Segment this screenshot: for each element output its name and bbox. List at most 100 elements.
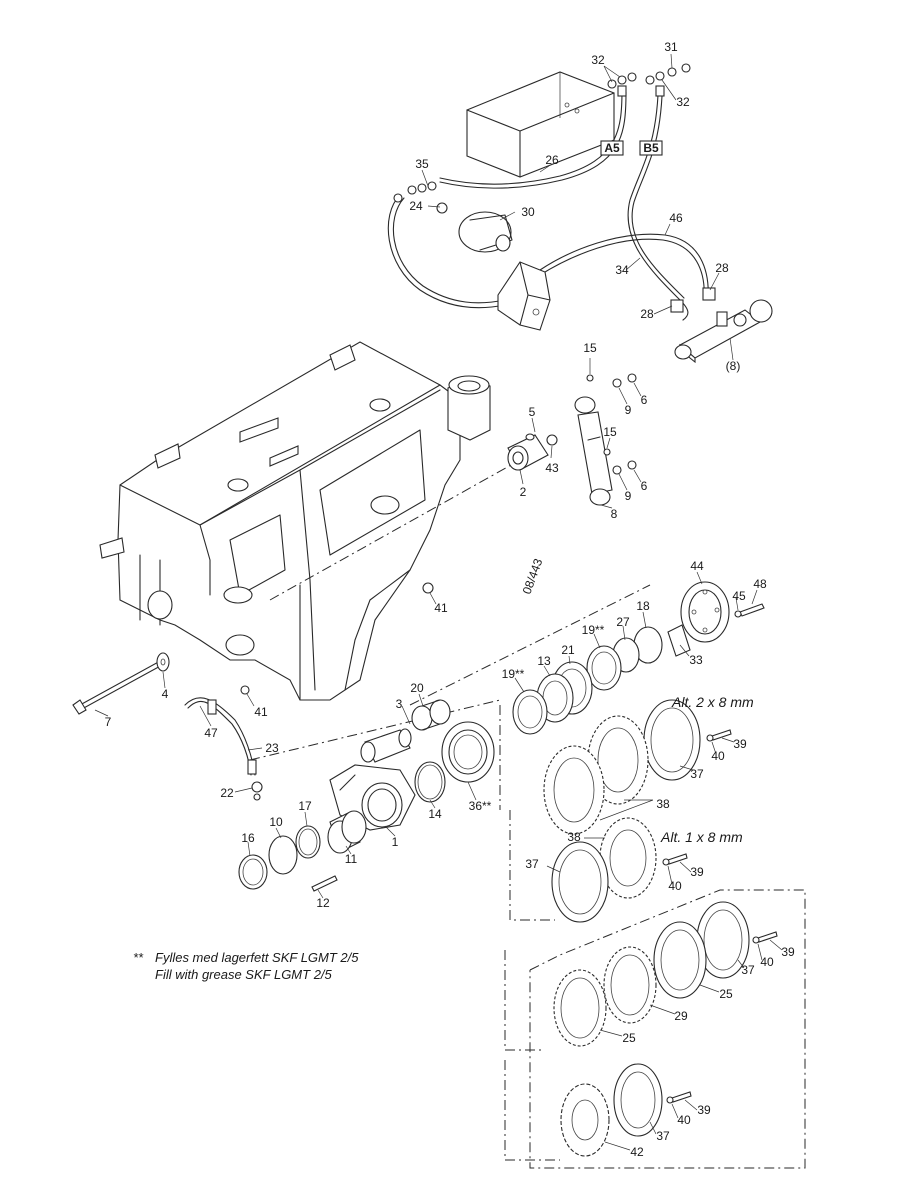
callout: 16 [241,831,255,845]
cylinder-fasteners [612,373,637,475]
disc-10 [268,835,298,875]
bearing-36 [441,721,495,783]
disc-25a [653,921,707,999]
callout: 3 [396,697,403,711]
lube-nipple-41 [240,582,434,695]
plate-37c [696,901,750,979]
callout: 31 [664,40,678,54]
leader-lines [94,53,783,1151]
callout: 26 [545,153,559,167]
pin-2 [507,433,558,471]
seal-19a [512,689,548,735]
bolt-39a [706,729,732,742]
hose-fittings-top [607,63,691,97]
callout: 42 [630,1145,644,1159]
bolt-48-washer-45 [734,603,765,618]
callout: 21 [561,643,575,657]
callout: 2 [520,485,527,499]
callout: 40 [760,955,774,969]
callout: 4 [162,687,169,701]
cylinder-8 [574,374,613,506]
callout: 9 [625,489,632,503]
callout: 12 [316,896,330,910]
callout-labels: 32 31 32 26 35 24 30 46 34 28 28 (8) 15 … [105,40,795,1159]
callout: 20 [410,681,424,695]
callout: 38 [567,830,581,844]
callout: 5 [529,405,536,419]
callout: 22 [220,786,234,800]
callout: 33 [689,653,703,667]
callout: 36** [469,799,492,813]
alt-2x8-note: Alt. 2 x 8 mm [671,694,754,710]
hub-44 [680,581,730,643]
accumulator-30 [458,211,513,253]
callout: 7 [105,715,112,729]
callout: 32 [676,95,690,109]
hose-26 [439,89,627,189]
main-frame [99,341,491,701]
callout: 23 [265,741,279,755]
callout: 41 [434,601,448,615]
callout: 8 [611,507,618,521]
callout: 6 [641,393,648,407]
callout: 37 [741,963,755,977]
hose-fittings-left [393,181,448,214]
callout: 48 [753,577,767,591]
disc-25b [553,969,607,1047]
callout: 37 [690,767,704,781]
callout: (8) [726,359,741,373]
plate-37a [643,699,701,781]
callout: 19** [502,667,525,681]
callout: 10 [269,815,283,829]
callout: 28 [640,307,654,321]
callout: 37 [656,1129,670,1143]
sprocket-42 [560,1083,610,1157]
callout: 13 [537,654,551,668]
callout: 37 [525,857,539,871]
callout: 44 [690,559,704,573]
seal-19b [586,645,622,691]
callout: 47 [204,726,218,740]
grease-note: ** Fylles med lagerfett SKF LGMT 2/5 Fil… [133,950,359,982]
svg-text:B5: B5 [643,141,659,155]
callout: 30 [521,205,535,219]
callout: 1 [392,835,399,849]
grease-note-en: Fill with grease SKF LGMT 2/5 [155,967,333,982]
callout: 18 [636,599,650,613]
callout: 25 [719,987,733,1001]
callout: 27 [616,615,630,629]
callout: 24 [409,199,423,213]
fitting-22 [251,781,263,801]
callout: 25 [622,1031,636,1045]
callout: 15 [583,341,597,355]
hose-46 [539,233,709,301]
callout: 11 [345,852,358,866]
bolt-39d [666,1091,692,1104]
callout: 14 [428,807,442,821]
accumulator-bracket [497,261,551,331]
callout: 39 [781,945,795,959]
drawing-number: 08/443 [520,556,546,596]
callout: 39 [697,1103,711,1117]
grease-note-no: Fylles med lagerfett SKF LGMT 2/5 [155,950,359,965]
callout: 45 [732,589,746,603]
svg-text:A5: A5 [604,141,620,155]
port-label-a5: A5 [600,140,624,156]
ring-14 [414,761,446,803]
callout: 40 [677,1113,691,1127]
callout: 39 [733,737,747,751]
callout: 28 [715,261,729,275]
circlip-16 [238,854,268,890]
grease-note-marker: ** [133,950,144,965]
plate-37b [551,841,609,923]
callout: 9 [625,403,632,417]
valve-block-8 [670,287,773,364]
callout: 6 [641,479,648,493]
port-label-b5: B5 [639,140,663,156]
disc-29 [603,946,657,1024]
callout: 29 [674,1009,688,1023]
bolt-39c [752,931,778,944]
bolt-39b [662,853,688,866]
washer-4 [156,652,170,672]
